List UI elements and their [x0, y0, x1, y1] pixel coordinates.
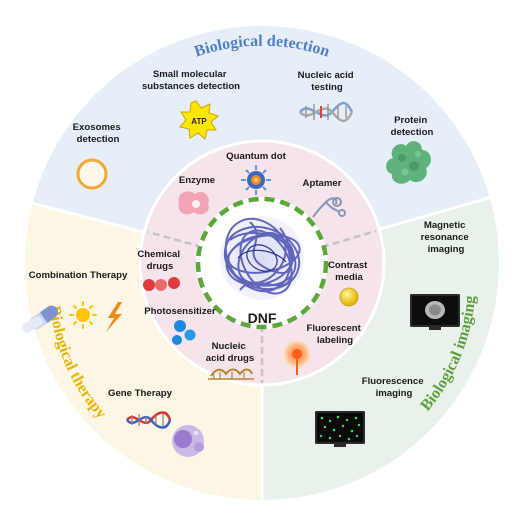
small-molecular-label: Small molecular substances detection: [142, 69, 240, 92]
sun-icon: [69, 301, 97, 329]
nucleic-acid-testing-label: Nucleic acid testing: [298, 70, 357, 93]
aptamer-icon: [312, 197, 346, 218]
dnf-dashed-ring: [195, 196, 329, 330]
exosomes-label: Exosomes detection: [73, 122, 124, 145]
atp-badge-text: ATP: [191, 117, 207, 126]
fluorescence-monitor-icon: [315, 411, 365, 447]
fluorescence-imaging-label: Fluorescence imaging: [362, 376, 427, 399]
pills-icon: [22, 305, 58, 333]
mri-label: Magnetic resonance imaging: [421, 220, 472, 255]
chemical-drugs-label: Chemical drugs: [137, 249, 182, 272]
dna-testing-icon: [299, 101, 354, 123]
fluorescent-labeling-label: Fluorescent labeling: [306, 323, 363, 346]
mri-monitor-icon: [410, 294, 460, 330]
nucleic-acid-drugs-label: Nucleic acid drugs: [206, 341, 255, 364]
gene-therapy-dna-icon: [126, 411, 172, 429]
photosensitizer-label: Photosensitizer: [144, 306, 216, 317]
photosensitizer-icon: [172, 320, 196, 345]
combination-therapy-label: Combination Therapy: [29, 270, 128, 281]
protein-label: Protein detection: [391, 115, 434, 138]
fluorescent-labeling-icon: [283, 340, 311, 375]
cell-icon: [172, 425, 204, 457]
contrast-media-icon: [339, 287, 359, 307]
protein-icon: [386, 141, 431, 184]
dnf-structure-icon: [220, 216, 304, 300]
gene-therapy-label: Gene Therapy: [108, 388, 173, 399]
lightning-icon: [106, 302, 122, 332]
contrast-media-label: Contrast media: [328, 260, 370, 283]
enzyme-icon: [178, 191, 209, 215]
atp-burst-icon: ATP: [179, 100, 219, 140]
quantum-dot-label: Quantum dot: [226, 151, 286, 162]
exosome-icon: [76, 158, 108, 190]
aptamer-label: Aptamer: [303, 178, 342, 189]
dnf-label: DNF: [248, 310, 277, 326]
chemical-drugs-icon: [143, 277, 180, 291]
quantum-dot-icon: [241, 165, 271, 195]
nucleic-acid-drugs-icon: [208, 368, 254, 380]
enzyme-label: Enzyme: [179, 175, 215, 186]
